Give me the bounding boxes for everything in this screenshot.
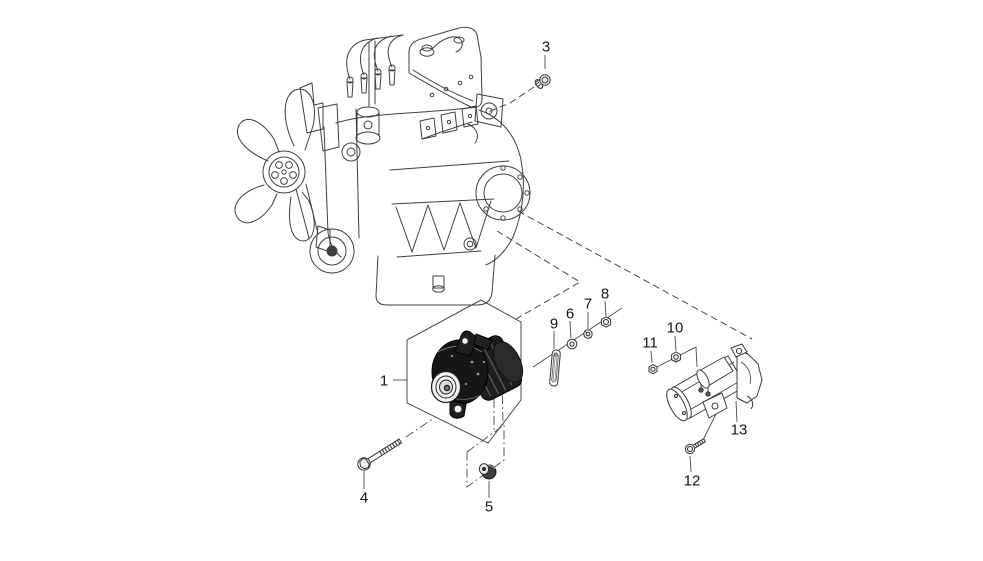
fan-blade xyxy=(284,88,315,151)
callout-5[interactable]: 5 xyxy=(484,498,494,516)
engine-illustration xyxy=(234,26,531,306)
leader-engine-to-starter xyxy=(517,210,753,340)
starter-illustration[interactable] xyxy=(663,343,763,424)
bolt-12[interactable] xyxy=(684,436,707,455)
leader-bolt3-to-engine xyxy=(487,86,535,113)
callout-1[interactable]: 1 xyxy=(379,372,389,390)
adjust-strap-9[interactable] xyxy=(549,349,561,387)
callout-9[interactable]: 9 xyxy=(549,315,559,333)
callout-12[interactable]: 12 xyxy=(683,472,701,490)
bolt-4[interactable] xyxy=(355,436,403,473)
callout-3[interactable]: 3 xyxy=(541,38,551,56)
callout-10[interactable]: 10 xyxy=(666,319,684,337)
washer-6[interactable] xyxy=(566,338,578,350)
spacer-5[interactable] xyxy=(478,463,497,480)
alternator-pulley xyxy=(430,370,462,404)
callout-7[interactable]: 7 xyxy=(583,295,593,313)
axis-nuts-10-11 xyxy=(656,346,698,368)
callout-11[interactable]: 11 xyxy=(642,334,658,352)
nut-11[interactable] xyxy=(648,364,658,375)
assembly-axis-lines xyxy=(532,307,717,443)
leader-lines-dashed xyxy=(487,86,753,340)
fan-blade xyxy=(289,191,315,242)
starter-bottom-mount xyxy=(702,392,728,419)
fan-blade xyxy=(237,119,280,162)
callout-leader-lines xyxy=(363,55,738,498)
nut-10[interactable] xyxy=(671,351,681,363)
callout-4[interactable]: 4 xyxy=(359,489,369,507)
bolt4-axis-line xyxy=(405,417,435,438)
callout-13[interactable]: 13 xyxy=(730,421,748,439)
bolt12-target-line xyxy=(701,413,717,443)
bolt-3[interactable] xyxy=(534,74,551,90)
spacer5-group-box xyxy=(466,424,505,488)
fan-blade xyxy=(234,184,278,224)
alternator-illustration[interactable] xyxy=(430,330,529,419)
breather-hose xyxy=(431,36,463,53)
callout-6[interactable]: 6 xyxy=(565,305,575,323)
nut-8[interactable] xyxy=(600,316,612,328)
axis-fasteners-6-7-8-9 xyxy=(532,307,623,368)
leader-engine-to-alternator-box xyxy=(496,230,581,320)
callout-8[interactable]: 8 xyxy=(600,285,610,303)
lock-washer-7[interactable] xyxy=(583,329,593,339)
alternator-group-box xyxy=(406,299,522,444)
